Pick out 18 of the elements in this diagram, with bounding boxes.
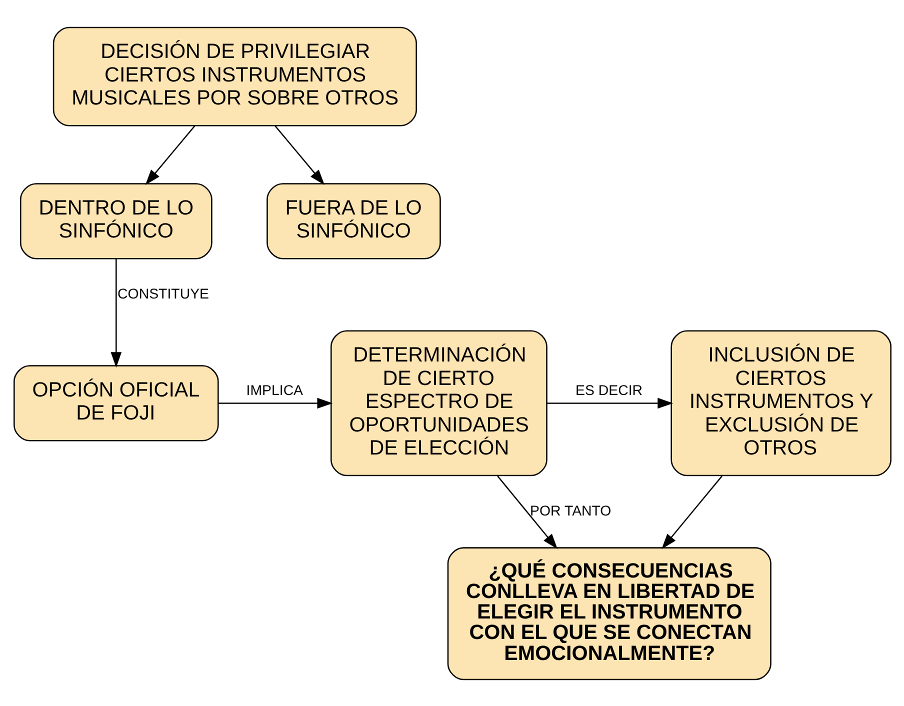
node-box: FUERA DE LO SINFÓNICO [266,182,440,259]
arrow [661,475,722,549]
node-box: DENTRO DE LO SINFÓNICO [19,182,212,259]
node-box: ¿QUÉ CONSECUENCIAS CONLLEVA EN LIBERTAD DE ELEGIR EL INSTRUMENTO CON EL QUE SE CONECTAN EMOCIONALMENTE? [446,546,771,680]
arrow [546,397,673,408]
node-box: DETERMINACIÓN DE CIERTO ESPECTRO DE OPORTUNIDADES DE ELECCIÓN [330,330,547,476]
arrow [274,125,324,184]
node-box: DECISIÓN DE PRIVILEGIAR CIERTOS INSTRUMENTOS MUSICALES POR SOBRE OTROS [52,26,416,126]
edge-label: POR TANTO [530,502,611,519]
edge-label: ES DECIR [575,382,642,399]
arrow [218,397,332,408]
node-box: OPCIÓN OFICIAL DE FOJI [13,364,218,441]
edge-label: CONSTITUYE [117,286,209,302]
arrow [144,125,195,184]
arrow [110,258,122,368]
node-box: INCLUSIÓN DE CIERTOS INSTRUMENTOS Y EXCLUSIÓN DE OTROS [670,330,891,476]
edge-label: IMPLICA [246,382,303,399]
arrow [496,475,558,549]
